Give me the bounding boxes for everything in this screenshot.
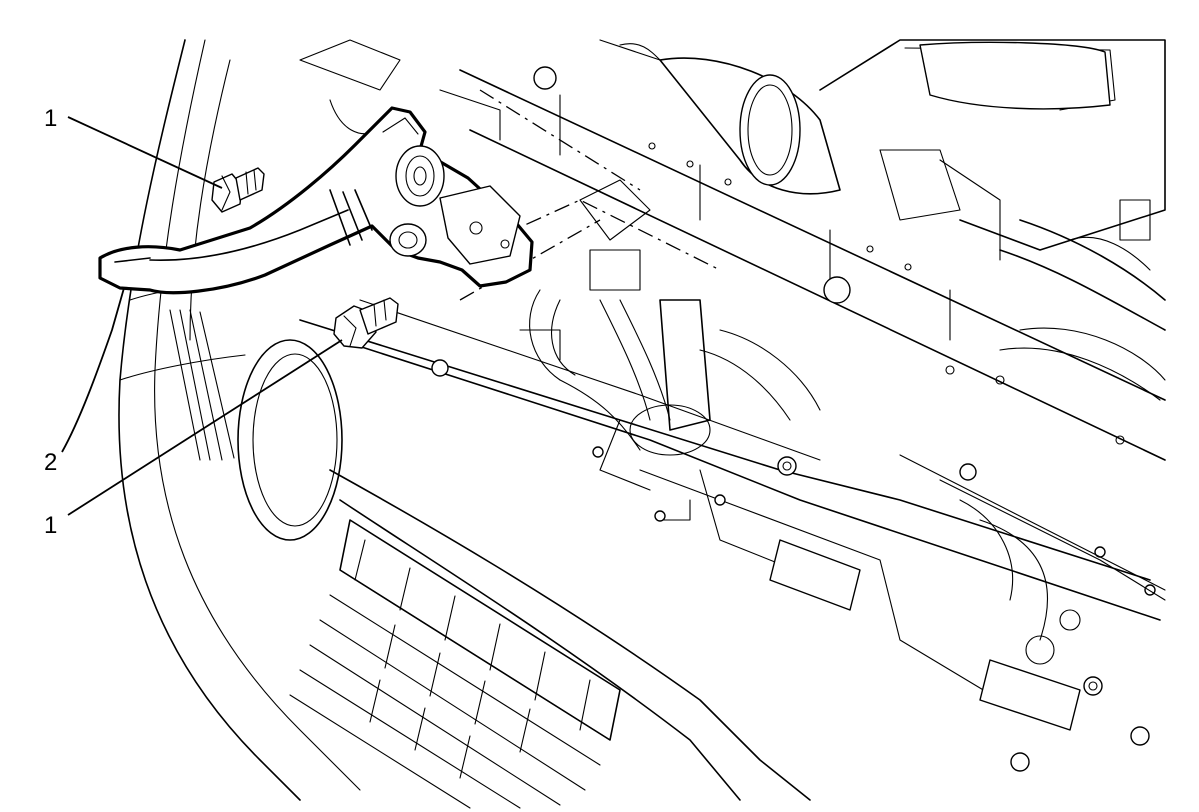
air-intake — [599, 39, 1166, 331]
callout-handle: 2 — [44, 449, 57, 476]
leader-lines — [61, 116, 343, 516]
leader-upper-bolt — [67, 116, 223, 189]
callout-bolt-upper: 1 — [44, 105, 57, 132]
engine-components — [299, 39, 1166, 665]
leader-lower-bolt — [67, 339, 343, 516]
hood-release-handle — [98, 106, 534, 295]
fog-lamp — [237, 339, 343, 541]
front-fascia — [118, 39, 811, 801]
bolt-upper — [211, 167, 265, 213]
callout-bolt-lower: 1 — [44, 512, 57, 539]
bolt-lower — [333, 297, 399, 349]
cross-beam — [459, 66, 1166, 601]
leader-handle — [61, 287, 125, 453]
callout-labels: 1 2 1 — [44, 105, 57, 539]
radiator-support — [299, 299, 1161, 772]
grille — [169, 309, 621, 809]
